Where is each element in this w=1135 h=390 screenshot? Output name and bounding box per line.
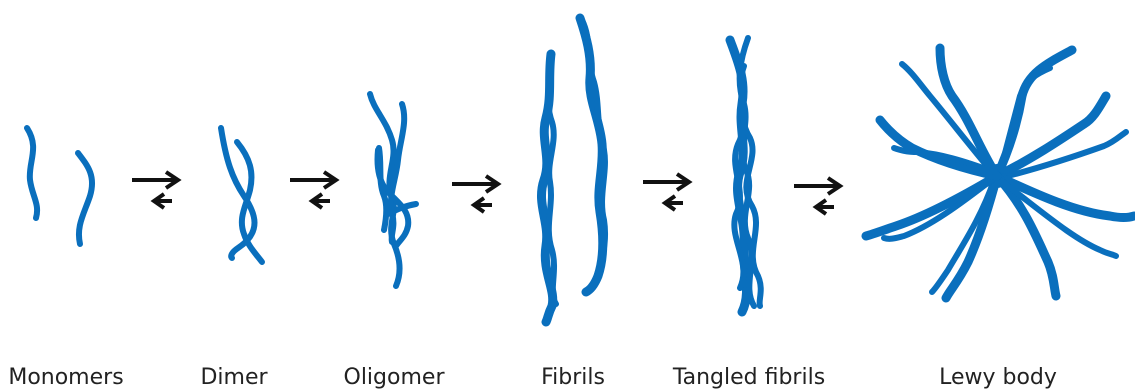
stage-label-oligomer: Oligomer	[344, 366, 445, 390]
equilibrium-arrow	[290, 172, 336, 208]
monomers-illustration	[27, 128, 92, 244]
fibrils-illustration	[541, 18, 605, 322]
stage-label-monomers: Monomers	[8, 366, 123, 390]
equilibrium-arrow	[643, 174, 689, 210]
tangled-fibrils-illustration	[730, 38, 761, 312]
dimer-illustration	[221, 128, 262, 262]
stage-label-fibrils: Fibrils	[541, 366, 605, 390]
monomer-strand	[27, 128, 37, 218]
equilibrium-arrow	[132, 172, 178, 208]
oligomer-illustration	[370, 94, 416, 286]
stage-label-tangled-fibrils: Tangled fibrils	[673, 366, 825, 390]
equilibrium-arrow	[452, 176, 498, 212]
stage-label-lewy-body: Lewy body	[939, 366, 1057, 390]
monomer-strand	[78, 153, 92, 244]
lewy-body-illustration	[866, 48, 1134, 298]
equilibrium-arrow	[794, 178, 840, 214]
stage-label-dimer: Dimer	[200, 366, 267, 390]
oligomer-strand	[391, 104, 404, 242]
